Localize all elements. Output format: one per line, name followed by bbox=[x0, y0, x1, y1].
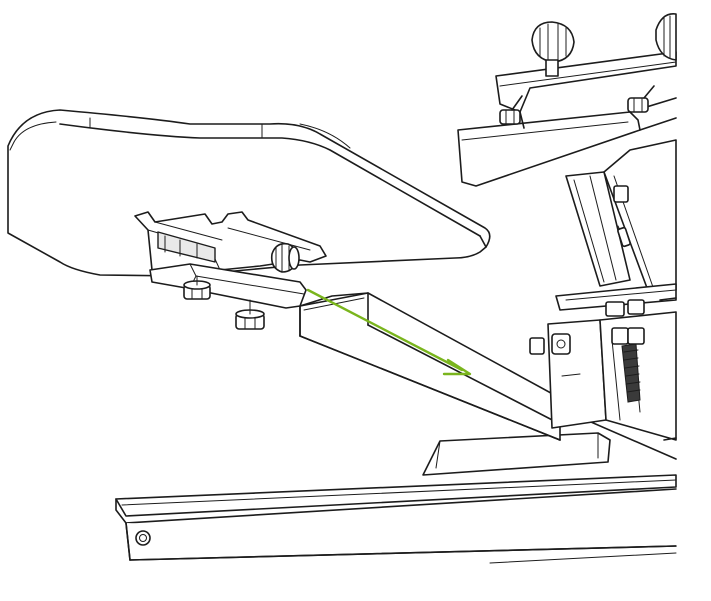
rail-bolt-icon bbox=[135, 530, 151, 546]
platen-mount bbox=[134, 211, 327, 330]
platen-board bbox=[7, 109, 491, 277]
base-frame bbox=[115, 324, 677, 564]
hex-nut-icon bbox=[627, 97, 649, 113]
knob-icon bbox=[655, 13, 677, 61]
arrow-right-down-icon bbox=[306, 288, 472, 376]
hex-nut-icon bbox=[499, 109, 521, 125]
hex-nut-icon bbox=[605, 299, 645, 345]
hex-nut-icon bbox=[529, 333, 571, 355]
platen-arm bbox=[299, 292, 561, 441]
hex-nut-icon bbox=[613, 185, 629, 203]
knob-icon bbox=[531, 21, 575, 77]
hex-nut-icon bbox=[183, 280, 211, 300]
print-head-assembly bbox=[457, 13, 677, 441]
knob-icon bbox=[270, 242, 300, 273]
